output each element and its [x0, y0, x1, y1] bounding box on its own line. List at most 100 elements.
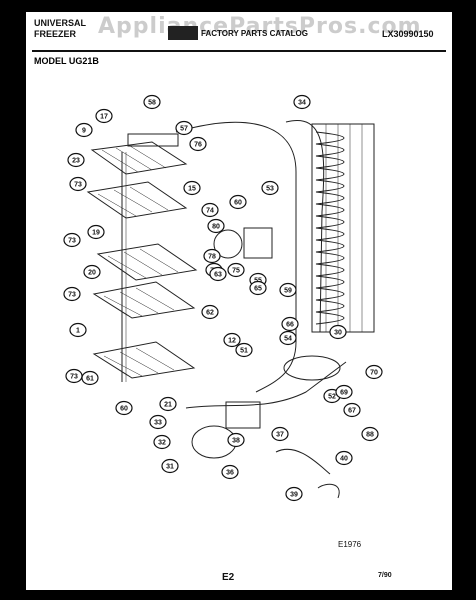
callout-bubble [271, 426, 289, 442]
callout-bubble [87, 224, 105, 240]
callout-bubble [285, 486, 303, 502]
exploded-diagram: 5857761792373157480787775636255536019207… [63, 26, 383, 502]
callout-label: 20 [88, 270, 96, 277]
callout-label: 67 [348, 408, 356, 415]
evaporator-coil [311, 123, 375, 333]
callout-bubble [365, 364, 383, 380]
callout-label: 73 [70, 374, 78, 381]
callout-bubble [335, 450, 353, 466]
callout-label: 19 [92, 230, 100, 237]
callout-label: 80 [212, 224, 220, 231]
drawing-id: E1976 [338, 540, 362, 549]
diagram-art [86, 26, 375, 499]
callout-label: 65 [254, 286, 262, 293]
callout-bubble [235, 342, 253, 358]
header-rule [32, 50, 446, 52]
watermark: AppliancePartsPros.com [98, 14, 422, 39]
callout-label: 32 [158, 440, 166, 447]
callout-bubble [69, 176, 87, 192]
callout-label: 69 [340, 390, 348, 397]
callout-label: 31 [166, 464, 174, 471]
callout-bubble [281, 316, 299, 332]
page-number: E2 [222, 572, 235, 583]
callout-label: 76 [194, 142, 202, 149]
catalog-number: LX30990150 [382, 29, 434, 39]
shelves [86, 141, 198, 379]
callout-bubble [209, 266, 227, 282]
callout-bubble [83, 264, 101, 280]
callout-label: 59 [284, 288, 292, 295]
callout-label: 75 [232, 268, 240, 275]
callout-bubble [343, 402, 361, 418]
callout-bubble [95, 108, 113, 124]
callout-bubble [69, 322, 87, 338]
callout-label: 1 [76, 328, 80, 335]
catalog-title: FACTORY PARTS CATALOG [201, 29, 308, 38]
callout-label: 9 [82, 128, 86, 135]
callout-label: 60 [234, 200, 242, 207]
callout-label: 73 [74, 182, 82, 189]
callout-label: 37 [276, 432, 284, 439]
callout-bubble [207, 218, 225, 234]
callout-label: 70 [370, 370, 378, 377]
callout-bubble [279, 282, 297, 298]
parts-diagram-sheet: AppliancePartsPros.com UNIVERSAL FREEZER… [26, 12, 452, 590]
callout-bubble [149, 414, 167, 430]
callout-label: 53 [266, 186, 274, 193]
callout-bubble [249, 280, 267, 296]
callout-label: 66 [286, 322, 294, 329]
callout-bubble [153, 434, 171, 450]
callout-label: 33 [154, 420, 162, 427]
callout-label: 23 [72, 158, 80, 165]
callout-bubble [189, 136, 207, 152]
callout-label: 58 [148, 100, 156, 107]
callout-label: 63 [214, 272, 222, 279]
callout-bubble [75, 122, 93, 138]
callout-label: 74 [206, 208, 214, 215]
callout-bubble [227, 432, 245, 448]
callout-bubble [159, 396, 177, 412]
callout-label: 88 [366, 432, 374, 439]
callout-bubble [361, 426, 379, 442]
callout-bubble [229, 194, 247, 210]
callout-bubble [143, 94, 161, 110]
callout-label: 30 [334, 330, 342, 337]
callout-bubble [67, 152, 85, 168]
callout-label: 54 [284, 336, 292, 343]
callout-bubble [201, 304, 219, 320]
callout-bubble [63, 286, 81, 302]
callout-bubble [227, 262, 245, 278]
callout-bubble [261, 180, 279, 196]
callout-bubble [221, 464, 239, 480]
callout-label: 39 [290, 492, 298, 499]
callout-bubble [161, 458, 179, 474]
callout-label: 12 [228, 338, 236, 345]
callout-label: 34 [298, 100, 306, 107]
callout-bubble [175, 120, 193, 136]
callout-bubble [223, 332, 241, 348]
brand-line-1: UNIVERSAL [34, 18, 87, 28]
callout-bubble [203, 248, 221, 264]
callout-label: 57 [180, 126, 188, 133]
callout-label: 78 [208, 254, 216, 261]
callout-label: 73 [68, 292, 76, 299]
callout-bubble [335, 384, 353, 400]
callout-bubble [201, 202, 219, 218]
callout-bubble [329, 324, 347, 340]
callouts: 5857761792373157480787775636255536019207… [63, 94, 383, 502]
callout-bubble [183, 180, 201, 196]
callout-label: 61 [86, 376, 94, 383]
callout-label: 15 [188, 186, 196, 193]
brand-line-2: FREEZER [34, 29, 77, 39]
callout-bubble [279, 330, 297, 346]
model-label: MODEL UG21B [34, 56, 99, 66]
callout-label: 38 [232, 438, 240, 445]
callout-label: 62 [206, 310, 214, 317]
callout-label: 40 [340, 456, 348, 463]
callout-label: 36 [226, 470, 234, 477]
callout-bubble [115, 400, 133, 416]
callout-bubble [293, 94, 311, 110]
callout-label: 73 [68, 238, 76, 245]
callout-label: 60 [120, 406, 128, 413]
revision-date: 7/90 [378, 572, 392, 579]
